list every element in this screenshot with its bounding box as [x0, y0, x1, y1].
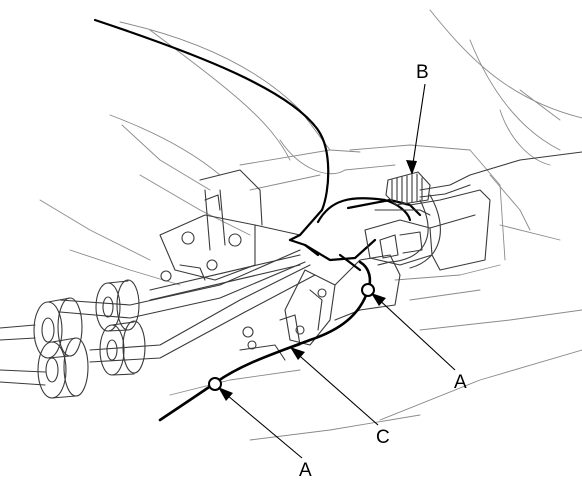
leader-c [292, 349, 379, 426]
arrowhead-a-bottom [218, 387, 233, 401]
shift-cables [0, 249, 316, 386]
label-a-right: A [454, 372, 467, 393]
main-outline [93, 18, 422, 272]
cable-grommets [33, 279, 146, 399]
body-panel-lines [39, 9, 582, 441]
arrowhead-b [406, 160, 417, 175]
arrowhead-c [290, 347, 305, 360]
callout-leaders [218, 83, 456, 459]
grommet-upper-right [95, 279, 140, 332]
label-c: C [376, 427, 390, 448]
leader-a-bottom [220, 389, 303, 459]
leader-a-right [373, 294, 456, 371]
clip-markers [208, 283, 375, 391]
harness-clip-b [385, 151, 582, 206]
leader-b [411, 83, 426, 171]
label-b: B [416, 62, 429, 83]
release-wire [158, 194, 441, 422]
callout-labels: B A C A [299, 62, 467, 481]
mount-bracket [149, 169, 301, 301]
arrowhead-a-right [371, 293, 386, 306]
label-a-bottom: A [299, 460, 312, 481]
grommet-lower-right [99, 320, 146, 376]
grommet-lower-left [37, 337, 89, 399]
lower-bracket [239, 254, 401, 361]
grommet-upper-left [33, 297, 83, 359]
